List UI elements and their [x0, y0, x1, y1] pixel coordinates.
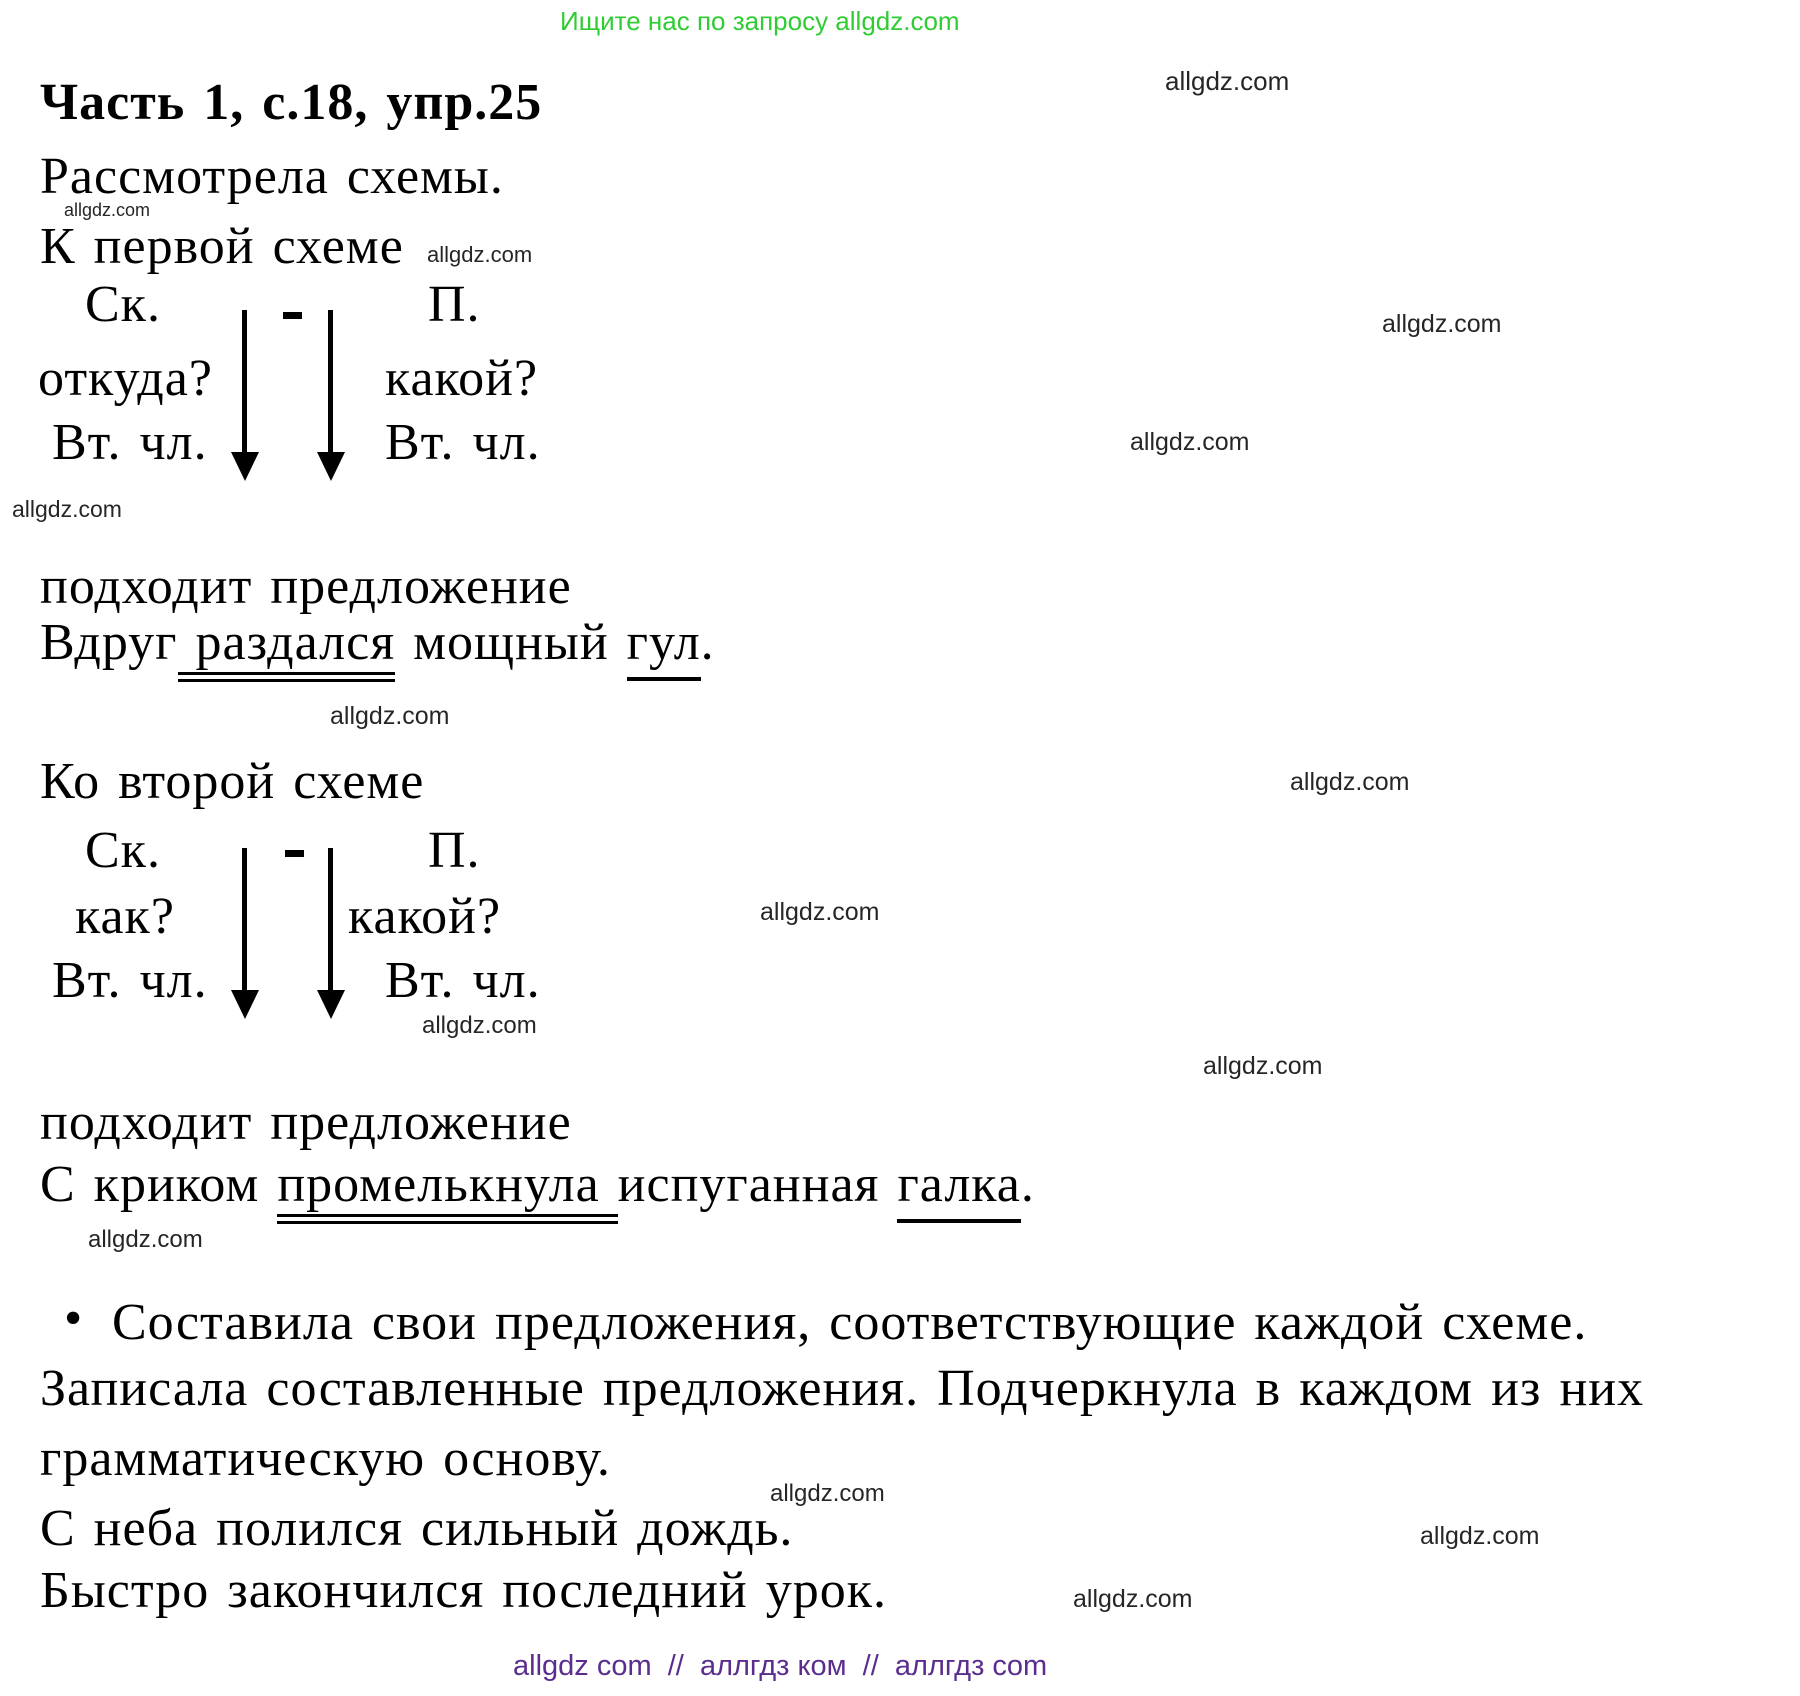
scheme1-dash	[283, 312, 302, 319]
example-sentence-1: С неба полился сильный дождь.	[40, 1500, 794, 1557]
scheme1-predicate-label: Ск.	[85, 276, 161, 333]
sentence2-predicate: промелькнула	[277, 1156, 618, 1224]
watermark: allgdz.com	[12, 496, 122, 522]
watermark: allgdz.com	[422, 1012, 537, 1039]
watermark: allgdz.com	[427, 242, 533, 267]
watermark: allgdz.com	[1382, 310, 1502, 338]
footer-tags: allgdz com // аллгдз ком // аллгдз com	[513, 1650, 1048, 1682]
scheme2-predicate-label: Ск.	[85, 822, 161, 879]
watermark: allgdz.com	[770, 1480, 885, 1507]
scheme2-dash	[285, 850, 304, 857]
scheme2-heading: Ко второй схеме	[40, 753, 425, 810]
sentence2-mid: испуганная	[617, 1156, 898, 1213]
scheme2-secondary-left: Вт. чл.	[52, 952, 208, 1009]
scheme2-fits-line: подходит предложение	[40, 1094, 572, 1151]
watermark: allgdz.com	[330, 702, 450, 730]
sentence2-end: .	[1020, 1156, 1035, 1213]
task-line-3: грамматическую основу.	[40, 1430, 611, 1487]
scheme1-fits-line: подходит предложение	[40, 558, 572, 615]
task-bullet: •	[64, 1290, 84, 1347]
sentence1-subject: гул	[626, 614, 701, 681]
scheme1-question-right: какой?	[385, 350, 539, 407]
watermark: allgdz.com	[1290, 768, 1410, 796]
scheme1-heading: К первой схеме	[40, 218, 404, 275]
watermark: allgdz.com	[1203, 1052, 1323, 1080]
scheme1-secondary-left: Вт. чл.	[52, 414, 208, 471]
sentence1-end: .	[700, 614, 715, 671]
sentence2-subject: галка	[897, 1156, 1021, 1223]
watermark: allgdz.com	[64, 200, 151, 220]
watermark: allgdz.com	[1165, 66, 1290, 96]
task-line-2: Записала составленные предложения. Подче…	[40, 1360, 1645, 1417]
scheme2-subject-label: П.	[428, 822, 481, 879]
watermark: allgdz.com	[1130, 428, 1250, 456]
scheme1-sentence: Вдруг раздался мощный гул.	[40, 614, 715, 682]
scheme1-subject-label: П.	[428, 276, 481, 333]
watermark: allgdz.com	[760, 898, 880, 926]
sentence2-pre: С криком	[40, 1156, 278, 1213]
scheme2-question-right: какой?	[348, 888, 502, 945]
watermark: allgdz.com	[1073, 1585, 1193, 1613]
scheme2-secondary-right: Вт. чл.	[385, 952, 541, 1009]
example-sentence-2: Быстро закончился последний урок.	[40, 1562, 887, 1619]
scheme1-question-left: откуда?	[38, 350, 213, 407]
watermark: allgdz.com	[88, 1226, 203, 1253]
sentence1-mid: мощный	[395, 614, 627, 671]
task-line-1: Составила свои предложения, соответствую…	[112, 1294, 1588, 1351]
page-title: Часть 1, с.18, упр.25	[40, 74, 543, 131]
promo-banner: Ищите нас по запросу allgdz.com	[560, 6, 960, 36]
scheme2-sentence: С криком промелькнула испуганная галка.	[40, 1156, 1035, 1224]
sentence1-pre: Вдруг	[40, 614, 178, 671]
watermark: allgdz.com	[1420, 1522, 1540, 1550]
intro-line: Рассмотрела схемы.	[40, 148, 504, 205]
scheme1-secondary-right: Вт. чл.	[385, 414, 541, 471]
scheme2-question-left: как?	[75, 888, 175, 945]
sentence1-predicate: раздался	[177, 614, 396, 682]
